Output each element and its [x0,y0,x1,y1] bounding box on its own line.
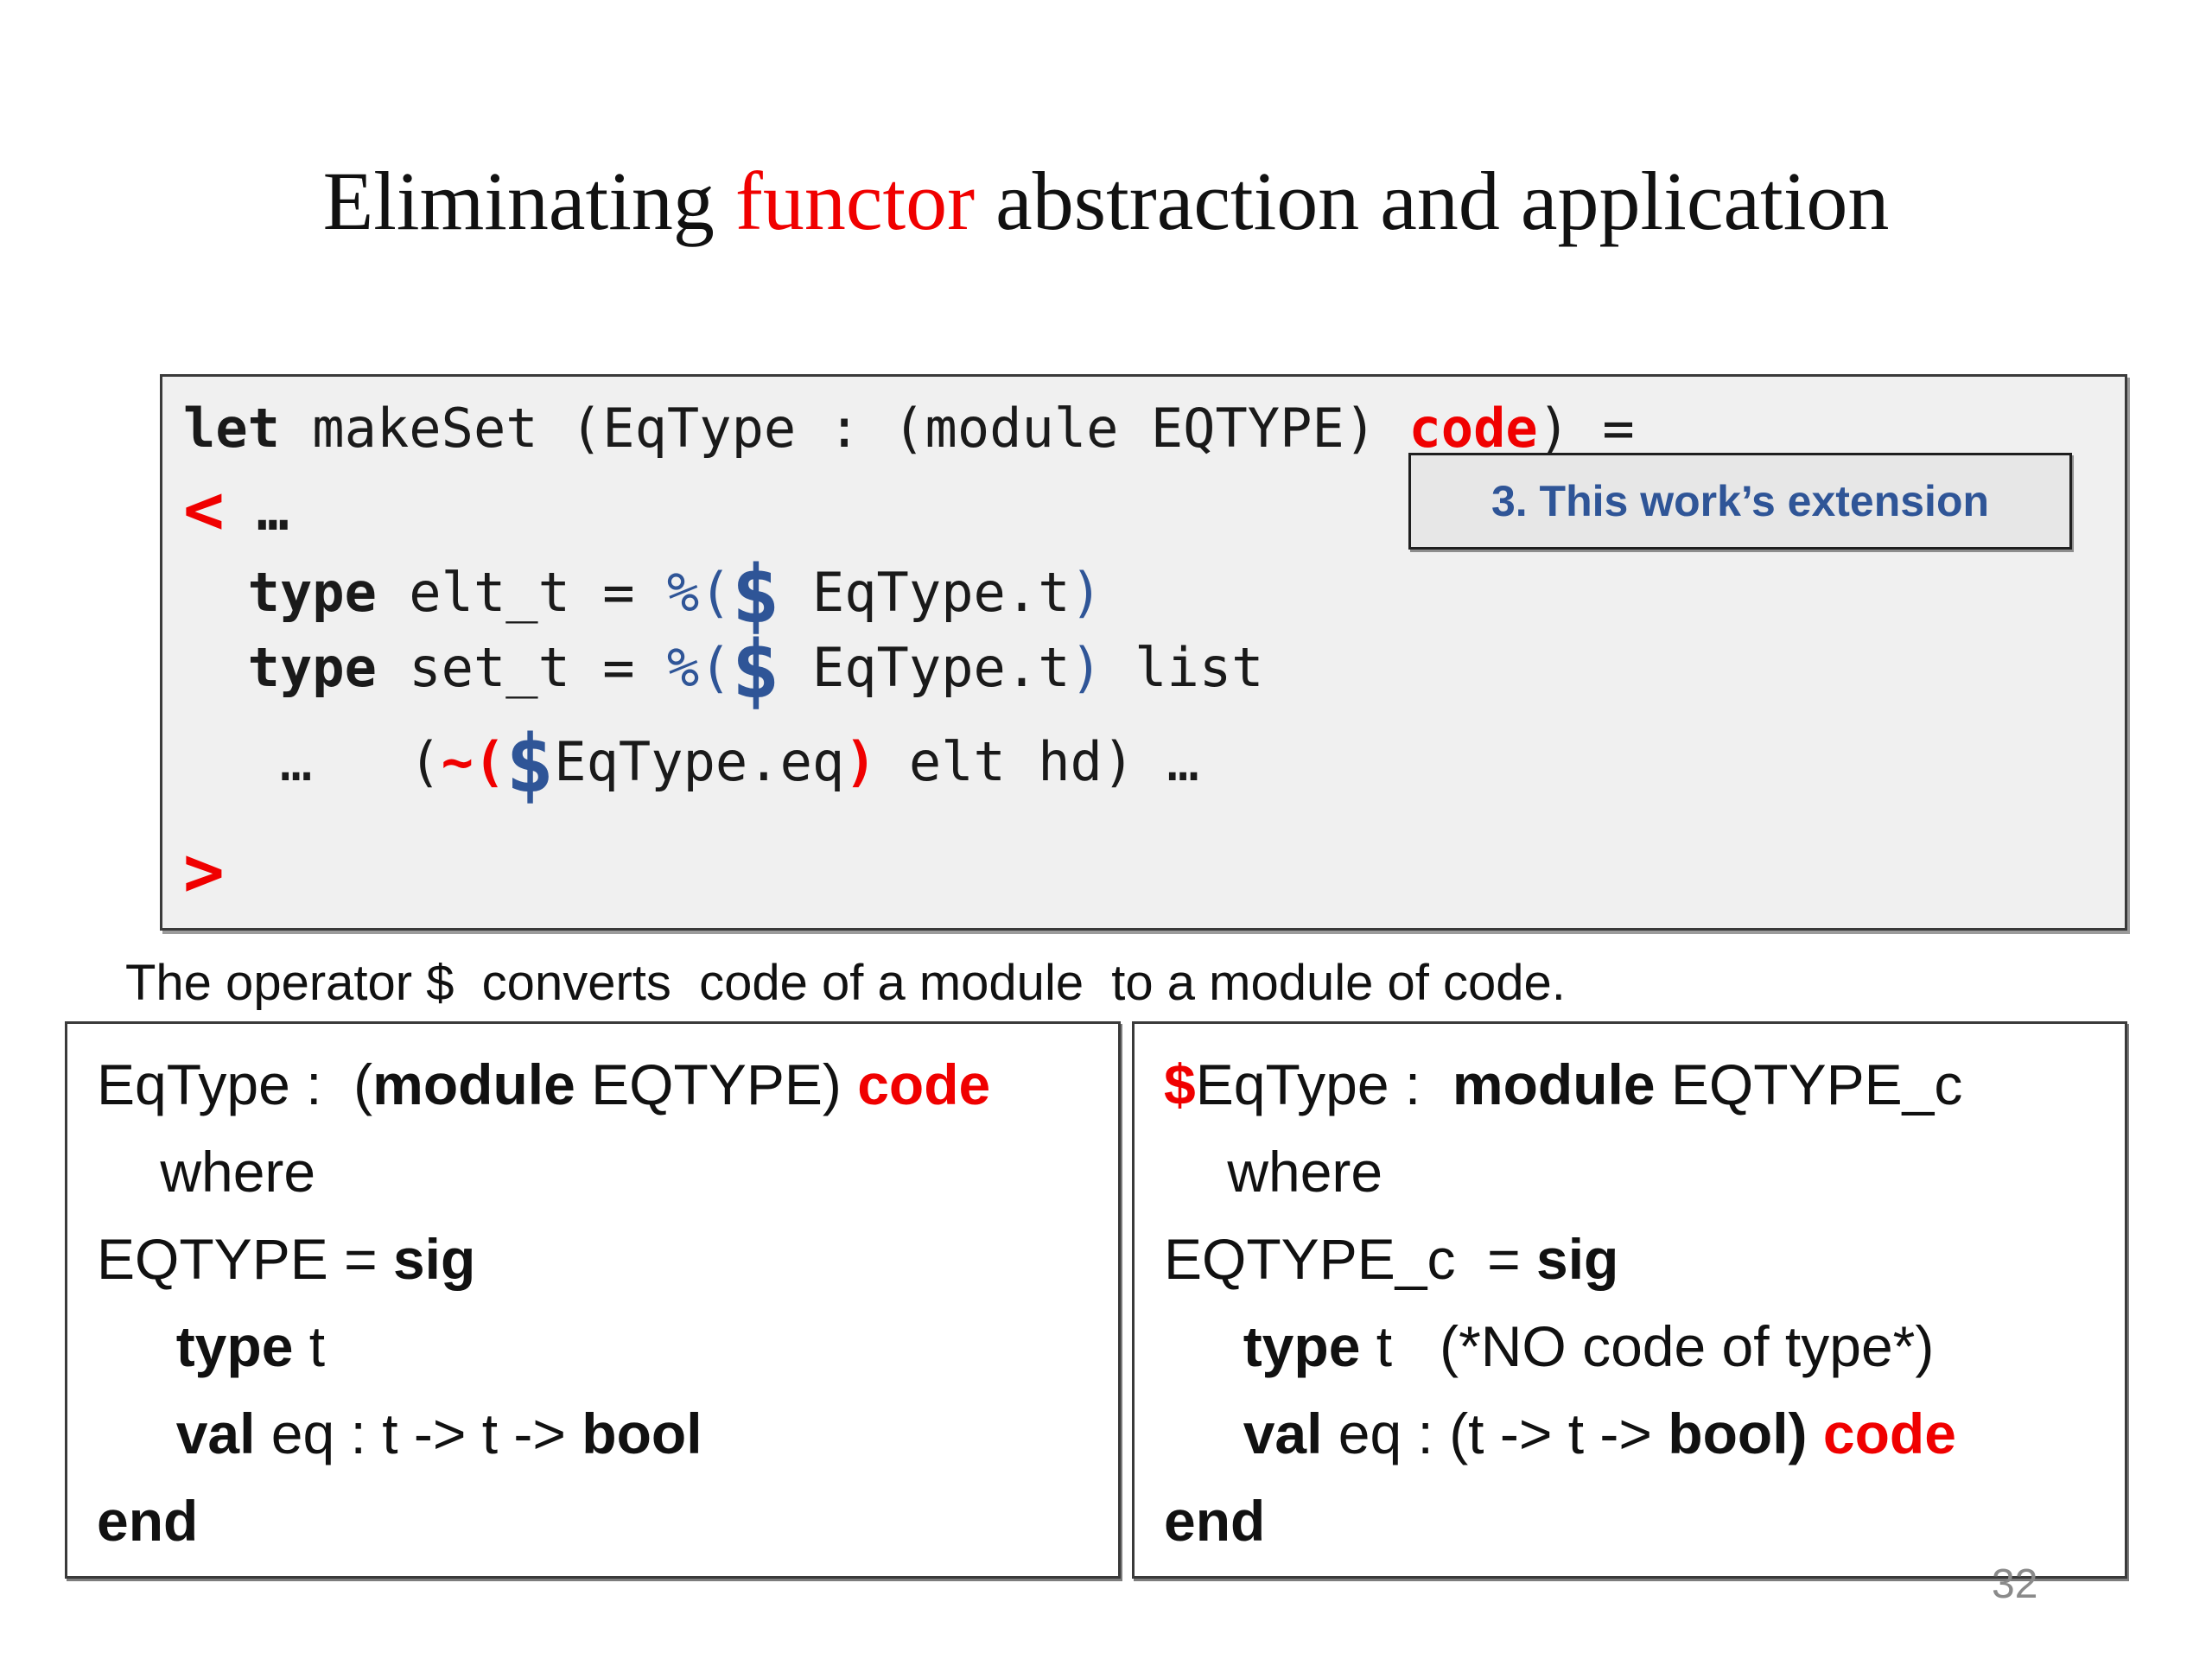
text-segment: $ [731,623,780,717]
signature-line: type t (*NO code of type*) [1164,1303,2125,1390]
signature-line: val eq : t -> t -> bool [97,1390,1118,1478]
text-segment: t (*NO code of type*) [1360,1314,1935,1378]
signature-line: val eq : (t -> t -> bool) code [1164,1390,2125,1478]
code-line: type set_t = %($ EqType.t) list [183,630,1264,710]
signature-line: EqType : (module EQTYPE) code [97,1041,1118,1128]
signature-line: $EqType : module EQTYPE_c [1164,1041,2125,1128]
text-segment [97,1402,176,1465]
text-segment: EqType : ( [97,1052,373,1116]
text-segment: set_t = [376,636,667,699]
text-segment: bool) [1668,1402,1808,1465]
text-segment: ~ [441,730,474,793]
text-segment: let [183,397,280,460]
text-segment: < [183,468,225,550]
title-highlight: functor [734,155,976,247]
text-segment: code [857,1052,991,1116]
text-segment: > [183,830,225,912]
text-segment: $ [1164,1052,1196,1116]
text-segment: list [1102,636,1264,699]
text-segment: EQTYPE_c [1655,1052,1963,1116]
text-segment: end [1164,1489,1266,1553]
signature-line: EQTYPE_c = sig [1164,1216,2125,1303]
text-segment: type [175,1314,294,1378]
text-segment: bool [582,1402,702,1465]
text-segment: $ [505,717,555,811]
text-segment [1164,1402,1243,1465]
text-segment: sig [1536,1227,1619,1291]
text-segment: EQTYPE) [575,1052,858,1116]
text-segment [1808,1402,1823,1465]
text-segment: EQTYPE = [97,1227,393,1291]
text-segment: eq : t -> t -> [255,1402,582,1465]
text-segment: code [1822,1402,1956,1465]
text-segment: val [175,1402,256,1465]
text-segment: ) = [1537,397,1635,460]
text-segment: where [1164,1140,1383,1204]
text-segment: ( [473,730,506,793]
signature-line: where [97,1128,1118,1216]
text-segment: %( [666,636,732,699]
text-segment: EqType.t [779,636,1071,699]
text-segment: ) [1070,561,1103,624]
text-segment: end [97,1489,199,1553]
text-segment: type [247,561,377,624]
signature-line: EQTYPE = sig [97,1216,1118,1303]
text-segment [1164,1314,1243,1378]
text-segment: eq : (t -> t -> [1322,1402,1669,1465]
signature-line: end [97,1478,1118,1565]
text-segment: type [247,636,377,699]
text-segment: $ [731,548,780,642]
page-number: 32 [1992,1561,2038,1607]
signature-line: where [1164,1128,2125,1216]
text-segment: makeSet (EqType : (module EQTYPE) [279,397,1409,460]
text-segment: elt hd) … [876,730,1199,793]
text-segment: … ( [183,730,442,793]
text-segment: val [1243,1402,1323,1465]
text-segment: type [1243,1314,1361,1378]
text-segment: where [97,1140,316,1204]
text-segment [183,561,248,624]
text-segment: ) [844,730,877,793]
title-text: abstraction and application [975,155,1890,247]
signature-line: type t [97,1303,1118,1390]
text-segment: code [1408,397,1538,460]
text-segment: EQTYPE_c = [1164,1227,1536,1291]
slide-title: Eliminating functor abstraction and appl… [0,154,2212,249]
text-segment: EqType.t [779,561,1071,624]
text-segment: sig [392,1227,476,1291]
caption-text: The operator $ converts code of a module… [125,955,1566,1011]
text-segment: EqType.eq [554,730,845,793]
text-segment: elt_t = [376,561,667,624]
code-line: < … [183,475,289,543]
title-text: Eliminating [322,155,735,247]
text-segment: module [1452,1052,1656,1116]
code-line: … (~($EqType.eq) elt hd) … [183,724,1199,804]
code-line: > [183,837,225,906]
extension-callout: 3. This work’s extension [1408,453,2072,550]
text-segment [183,636,248,699]
text-segment: ) [1070,636,1103,699]
code-line: type elt_t = %($ EqType.t) [183,555,1103,635]
code-line: let makeSet (EqType : (module EQTYPE) co… [183,396,1635,461]
text-segment: EqType : [1195,1052,1452,1116]
text-segment: module [372,1052,575,1116]
signature-line: end [1164,1478,2125,1565]
text-segment: … [224,480,289,543]
text-segment: t [293,1314,326,1378]
text-segment: %( [666,561,732,624]
text-segment [97,1314,176,1378]
